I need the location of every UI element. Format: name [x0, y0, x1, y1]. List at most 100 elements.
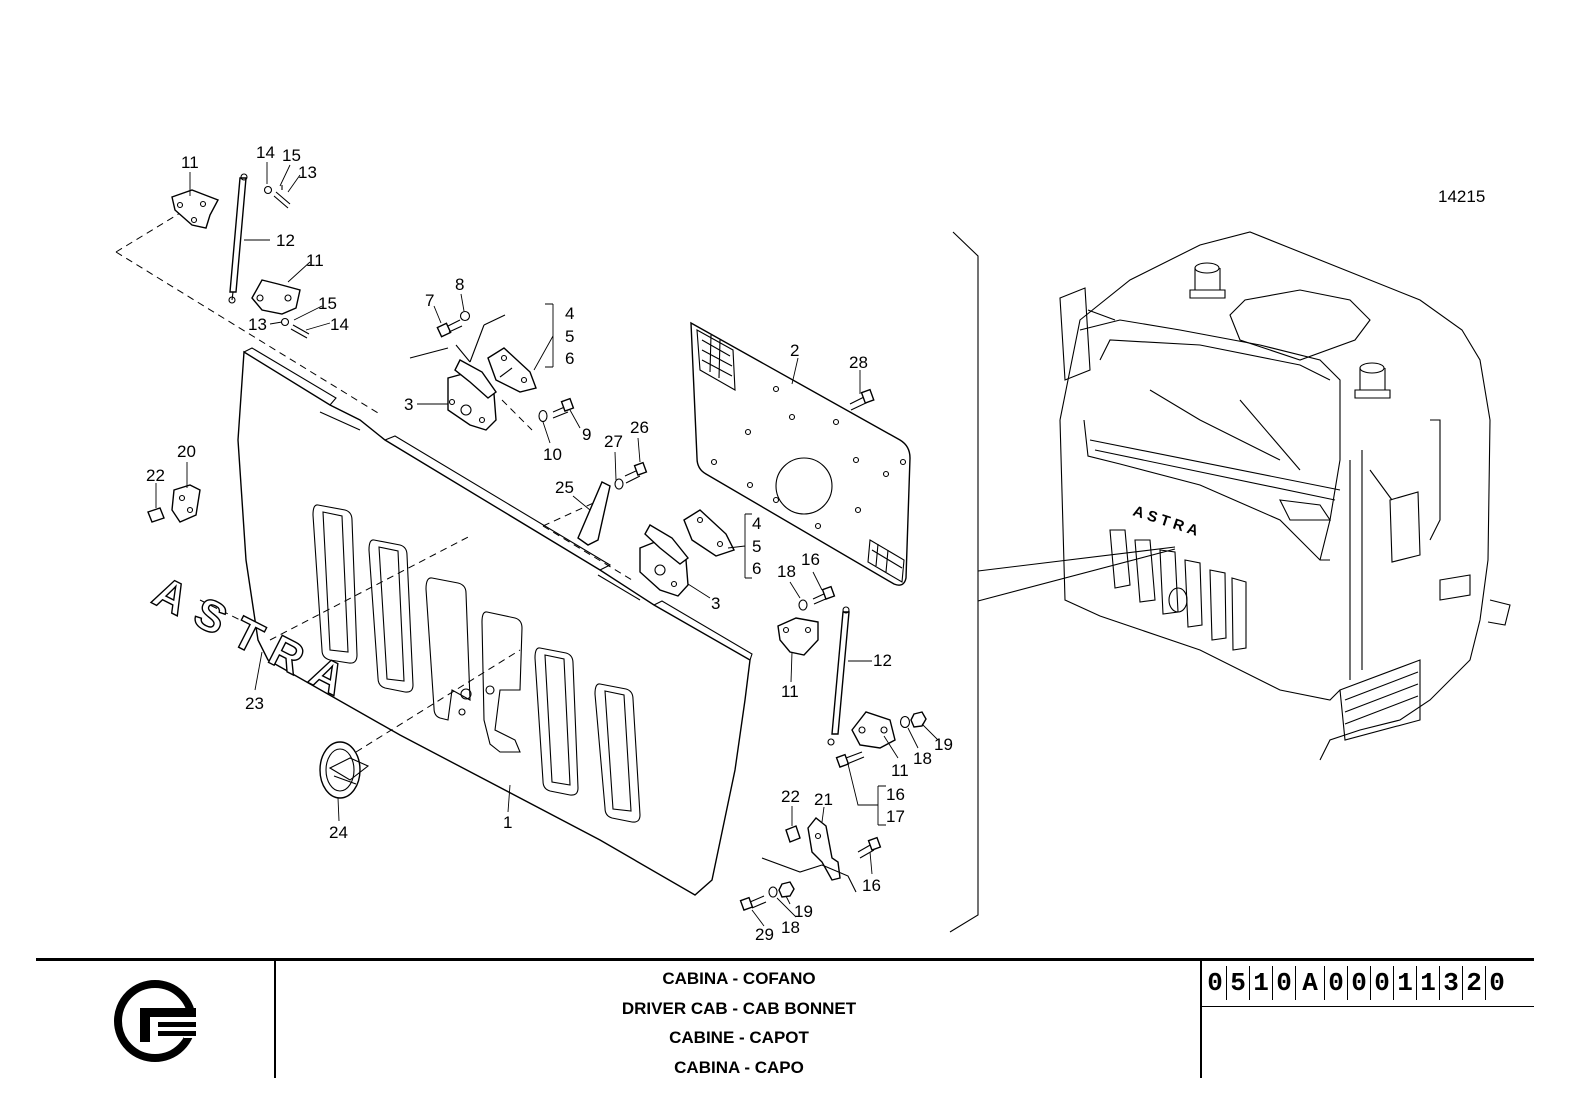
callout-14: 14 — [330, 315, 349, 334]
code-char: 2 — [1463, 966, 1486, 1000]
screw-26-27 — [614, 461, 648, 490]
title-french: CABINE - CAPOT — [669, 1028, 809, 1047]
callout-3: 3 — [711, 594, 720, 613]
pin-middle — [280, 317, 310, 339]
title-block-top-rule — [36, 958, 1534, 961]
code-char: 0 — [1273, 966, 1296, 1000]
callout-5: 5 — [752, 537, 761, 556]
code-char: 0 — [1325, 966, 1348, 1000]
callout-numbers: 14215 11 14 15 13 12 11 15 13 14 7 8 4 5… — [146, 143, 1485, 944]
callout-27: 27 — [604, 432, 623, 451]
code-char: 0 — [1348, 966, 1371, 1000]
callout-9: 9 — [582, 425, 591, 444]
cab-overview-illustration: ASTRA — [949, 231, 1511, 933]
callout-17: 17 — [886, 807, 905, 826]
hinge-3-lower — [639, 524, 689, 597]
callout-13: 13 — [298, 163, 317, 182]
lock-bracket-21 — [761, 817, 857, 893]
exploded-parts-diagram: ASTRA ASTRA — [115, 143, 1511, 944]
title-block: CABINA - COFANO DRIVER CAB - CAB BONNET … — [36, 958, 1534, 1078]
callout-11: 11 — [891, 761, 909, 780]
screw-7 — [436, 310, 471, 338]
callout-7: 7 — [425, 291, 434, 310]
pin-22-lower — [785, 825, 801, 843]
nut-19-washer-18-right — [899, 711, 927, 729]
callout-10: 10 — [543, 445, 562, 464]
screw-16-lower — [857, 836, 882, 859]
title-block-titles: CABINA - COFANO DRIVER CAB - CAB BONNET … — [276, 964, 1202, 1082]
gas-strut-12-lower — [827, 606, 850, 746]
callout-25: 25 — [555, 478, 574, 497]
callout-11: 11 — [306, 251, 324, 270]
code-char: 0 — [1489, 968, 1505, 998]
callout-16: 16 — [886, 785, 905, 804]
callout-8: 8 — [455, 275, 464, 294]
bracket-20 — [171, 484, 201, 523]
callout-16: 16 — [862, 876, 881, 895]
callout-19: 19 — [934, 735, 953, 754]
emblem-24 — [319, 741, 370, 799]
screw-16-17 — [835, 751, 865, 768]
grille-mesh-panel — [690, 321, 911, 586]
cab-badge-text: ASTRA — [1131, 503, 1204, 541]
callout-6: 6 — [565, 349, 574, 368]
pin-22-upper — [147, 507, 165, 523]
hinge-plate-lower — [683, 509, 735, 557]
callout-28: 28 — [849, 353, 868, 372]
title-block-divider-left — [274, 961, 276, 1078]
gas-strut-12-upper — [228, 173, 248, 304]
code-char: 0 — [1204, 966, 1227, 1000]
screw-16-washer-18 — [798, 585, 836, 611]
code-char: 0 — [1371, 966, 1394, 1000]
bonnet-panel — [237, 347, 753, 896]
callout-21: 21 — [814, 790, 833, 809]
code-char: 1 — [1394, 966, 1417, 1000]
astra-logo-icon — [114, 980, 196, 1062]
screw-9-and-washer-10 — [538, 397, 575, 423]
callout-6: 6 — [752, 559, 761, 578]
callout-12: 12 — [873, 651, 892, 670]
title-spanish: CABINA - CAPO — [674, 1057, 804, 1077]
callout-18: 18 — [781, 918, 800, 937]
callout-16: 16 — [801, 550, 820, 569]
callout-4: 4 — [752, 514, 761, 533]
bracket-11-middle — [251, 279, 301, 315]
callout-23: 23 — [245, 694, 264, 713]
callout-5: 5 — [565, 327, 574, 346]
callout-22: 22 — [781, 787, 800, 806]
clip-25 — [577, 481, 611, 546]
callout-19: 19 — [794, 902, 813, 921]
callout-3: 3 — [404, 395, 413, 414]
callout-29: 29 — [755, 925, 774, 944]
code-char: A — [1296, 966, 1325, 1000]
bracket-11-lower — [777, 617, 819, 656]
drawing-number: 14215 — [1438, 187, 1485, 206]
callout-18: 18 — [913, 749, 932, 768]
grille-slots — [312, 504, 641, 823]
callout-1: 1 — [503, 813, 512, 832]
title-italian: CABINA - COFANO — [662, 969, 816, 988]
callout-22: 22 — [146, 466, 165, 485]
callout-14: 14 — [256, 143, 275, 162]
pin-upper — [263, 185, 291, 209]
bracket-11-right — [851, 711, 896, 749]
callout-4: 4 — [565, 304, 574, 323]
callout-2: 2 — [790, 341, 799, 360]
code-char: 5 — [1227, 966, 1250, 1000]
code-char: 3 — [1440, 966, 1463, 1000]
callout-24: 24 — [329, 823, 348, 842]
leader-lines — [155, 162, 939, 927]
hinge-3-upper — [409, 314, 506, 431]
code-char: 1 — [1250, 966, 1273, 1000]
bracket-11-upper — [171, 189, 219, 229]
part-code: 0 5 1 0 A 0 0 0 1 1 3 2 0 — [1204, 966, 1508, 1000]
callout-11: 11 — [181, 153, 199, 172]
hinge-plate-upper — [487, 347, 537, 393]
title-english: DRIVER CAB - CAB BONNET — [621, 998, 857, 1018]
callout-20: 20 — [177, 442, 196, 461]
callout-12: 12 — [276, 231, 295, 250]
code-char: 1 — [1417, 966, 1440, 1000]
callout-15: 15 — [318, 294, 337, 313]
callout-18: 18 — [777, 562, 796, 581]
part-code-underline — [1202, 1006, 1534, 1007]
